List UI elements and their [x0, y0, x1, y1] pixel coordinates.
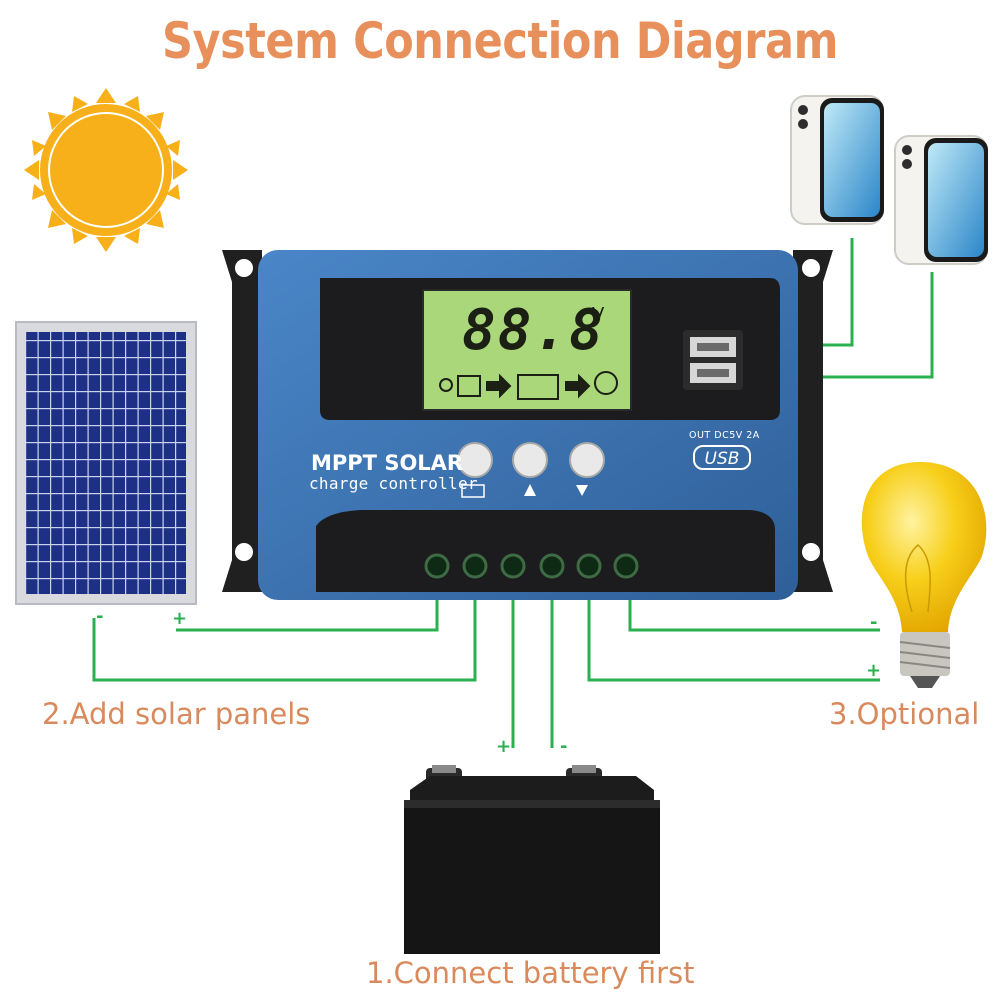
- wire-solar-negative: [92, 598, 477, 682]
- lcd-voltage-reading: 88.8: [462, 298, 605, 363]
- lcd-bulb-icon: [594, 371, 618, 395]
- battery-negative-sign: -: [560, 736, 568, 757]
- sun-icon: [24, 88, 188, 252]
- load-positive-sign: +: [866, 660, 882, 681]
- battery-icon: [404, 765, 660, 954]
- wiring: [92, 238, 934, 748]
- charge-controller: [222, 250, 833, 600]
- diagram-title: System Connection Diagram: [161, 12, 838, 70]
- wire-load-positive: [587, 598, 880, 682]
- lcd-panel-icon: [457, 375, 481, 397]
- lcd-battery-icon: [517, 374, 559, 400]
- wire-load-negative: [628, 598, 880, 632]
- button-row: [457, 442, 605, 498]
- controller-subtitle: charge controller: [309, 474, 478, 493]
- light-bulb-icon: [861, 462, 987, 688]
- battery-positive-sign: +: [496, 736, 512, 757]
- up-button: [512, 442, 548, 478]
- lcd-sun-icon: [439, 378, 453, 392]
- solar-negative-sign: -: [96, 606, 104, 627]
- lcd-flow-icons: [439, 371, 618, 400]
- load-negative-sign: -: [870, 612, 878, 633]
- lcd-unit-label: V: [592, 304, 605, 325]
- menu-button: [457, 442, 493, 478]
- controller-brand: MPPT SOLAR: [311, 451, 464, 475]
- usb-logo: USB: [693, 445, 751, 470]
- terminal-block: [424, 553, 639, 579]
- usb-output-rating: OUT DC5V 2A: [689, 430, 760, 441]
- caption-optional: 3.Optional: [829, 697, 980, 731]
- wire-solar-positive: [176, 598, 439, 632]
- down-button: [569, 442, 605, 478]
- solar-positive-sign: +: [172, 608, 188, 629]
- phone-icon: [894, 135, 988, 265]
- solar-panel-icon: [15, 321, 197, 605]
- caption-connect-battery: 1.Connect battery first: [366, 956, 695, 990]
- caption-add-solar-panels: 2.Add solar panels: [42, 697, 311, 731]
- phone-icon: [790, 95, 884, 225]
